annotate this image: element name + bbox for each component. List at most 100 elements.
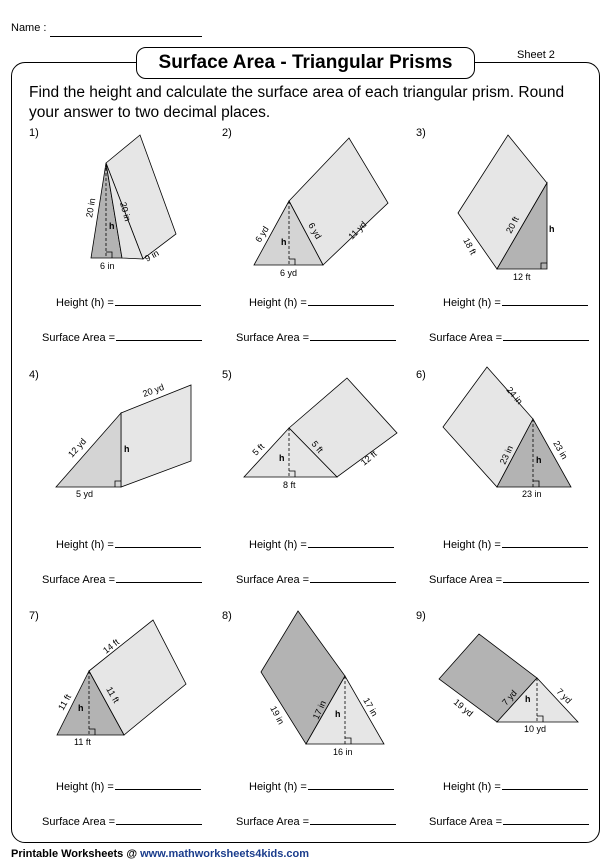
dimension-label: 16 in <box>333 747 353 757</box>
dimension-label: 23 in <box>522 489 542 499</box>
surface-answer-4[interactable]: Surface Area = <box>42 574 203 586</box>
answer-line[interactable] <box>114 304 201 306</box>
answer-line[interactable] <box>501 304 588 306</box>
surface-label-text: Surface Area = <box>236 816 310 828</box>
dimension-label: 6 in <box>100 261 115 271</box>
surface-label-text: Surface Area = <box>42 332 116 344</box>
prism-figure-9: 19 yd 7 yd 7 yd h 10 yd <box>438 633 579 734</box>
surface-label-text: Surface Area = <box>429 332 503 344</box>
surface-label-text: Surface Area = <box>236 332 310 344</box>
problem-number: 3) <box>416 127 426 139</box>
height-answer-7[interactable]: Height (h) = <box>56 781 201 793</box>
answer-line[interactable] <box>503 823 590 825</box>
dimension-label: 20 in <box>118 201 133 222</box>
height-label-text: Height (h) = <box>249 297 307 309</box>
height-answer-6[interactable]: Height (h) = <box>443 539 588 551</box>
footer-link[interactable]: www.mathworksheets4kids.com <box>140 848 310 860</box>
answer-line[interactable] <box>114 546 201 548</box>
problem-number: 9) <box>416 610 426 622</box>
answer-line[interactable] <box>310 823 397 825</box>
height-answer-2[interactable]: Height (h) = <box>249 297 394 309</box>
height-label-text: Height (h) = <box>249 539 307 551</box>
prism-figure-8: 19 in 17 in 17 in h 16 in <box>260 610 385 757</box>
surface-answer-8[interactable]: Surface Area = <box>236 816 397 828</box>
answer-line[interactable] <box>116 823 203 825</box>
footer-prefix: Printable Worksheets @ <box>11 848 141 860</box>
dimension-label: 11 ft <box>74 737 91 747</box>
footer: Printable Worksheets @ www.mathworksheet… <box>11 848 309 860</box>
height-label-text: Height (h) = <box>56 539 114 551</box>
dimension-label: 12 ft <box>513 272 531 282</box>
surface-label-text: Surface Area = <box>429 816 503 828</box>
surface-answer-9[interactable]: Surface Area = <box>429 816 590 828</box>
name-label: Name : <box>11 22 47 34</box>
sheet-number: Sheet 2 <box>517 49 555 61</box>
surface-label-text: Surface Area = <box>429 574 503 586</box>
problem-number: 6) <box>416 369 426 381</box>
problem-number: 1) <box>29 127 39 139</box>
height-label-text: Height (h) = <box>249 781 307 793</box>
height-answer-9[interactable]: Height (h) = <box>443 781 588 793</box>
problem-number: 4) <box>29 369 39 381</box>
surface-label-text: Surface Area = <box>42 574 116 586</box>
height-answer-1[interactable]: Height (h) = <box>56 297 201 309</box>
name-field[interactable] <box>50 36 202 37</box>
answer-line[interactable] <box>310 581 397 583</box>
height-label: h <box>109 221 115 231</box>
surface-answer-3[interactable]: Surface Area = <box>429 332 590 344</box>
instructions: Find the height and calculate the surfac… <box>29 84 565 121</box>
prism-figure-2: 6 yd 6 yd h 6 yd 11 yd <box>253 137 389 278</box>
height-label-text: Height (h) = <box>56 297 114 309</box>
surface-answer-5[interactable]: Surface Area = <box>236 574 397 586</box>
height-label-text: Height (h) = <box>443 539 501 551</box>
answer-line[interactable] <box>116 581 203 583</box>
surface-answer-7[interactable]: Surface Area = <box>42 816 203 828</box>
answer-line[interactable] <box>307 546 394 548</box>
answer-line[interactable] <box>116 339 203 341</box>
dimension-label: 10 yd <box>524 724 546 734</box>
height-answer-4[interactable]: Height (h) = <box>56 539 201 551</box>
surface-answer-2[interactable]: Surface Area = <box>236 332 397 344</box>
height-label: h <box>549 224 555 234</box>
dimension-label: 8 ft <box>283 480 296 490</box>
problem-number: 7) <box>29 610 39 622</box>
height-answer-8[interactable]: Height (h) = <box>249 781 394 793</box>
answer-line[interactable] <box>503 339 590 341</box>
page-title: Surface Area - Triangular Prisms <box>136 47 475 79</box>
surface-label-text: Surface Area = <box>236 574 310 586</box>
answer-line[interactable] <box>503 581 590 583</box>
prism-figure-6: 24 in 23 in 23 in h 23 in <box>442 366 572 499</box>
height-label-text: Height (h) = <box>443 781 501 793</box>
surface-label-text: Surface Area = <box>42 816 116 828</box>
problem-number: 2) <box>222 127 232 139</box>
prism-figure-1: 20 in 20 in h 6 in 9 in <box>84 134 177 271</box>
answer-line[interactable] <box>307 788 394 790</box>
problem-number: 5) <box>222 369 232 381</box>
height-label: h <box>124 444 130 454</box>
answer-line[interactable] <box>501 788 588 790</box>
prism-figure-5: 5 ft 5 ft h 8 ft 12 ft <box>243 377 398 490</box>
height-answer-5[interactable]: Height (h) = <box>249 539 394 551</box>
dimension-label: 5 yd <box>76 489 93 499</box>
height-label: h <box>536 455 542 465</box>
problem-number: 8) <box>222 610 232 622</box>
surface-answer-6[interactable]: Surface Area = <box>429 574 590 586</box>
dimension-label: 6 yd <box>280 268 297 278</box>
height-label: h <box>525 694 531 704</box>
height-label-text: Height (h) = <box>443 297 501 309</box>
height-label: h <box>281 237 287 247</box>
prism-figure-7: 14 ft 11 ft 11 ft h 11 ft <box>56 619 187 747</box>
answer-line[interactable] <box>307 304 394 306</box>
answer-line[interactable] <box>501 546 588 548</box>
height-answer-3[interactable]: Height (h) = <box>443 297 588 309</box>
dimension-label: 20 in <box>84 197 97 218</box>
answer-line[interactable] <box>114 788 201 790</box>
height-label-text: Height (h) = <box>56 781 114 793</box>
surface-answer-1[interactable]: Surface Area = <box>42 332 203 344</box>
prism-figure-3: 20 ft 18 ft h 12 ft <box>457 134 555 282</box>
height-label: h <box>279 453 285 463</box>
answer-line[interactable] <box>310 339 397 341</box>
height-label: h <box>335 709 341 719</box>
height-label: h <box>78 703 84 713</box>
